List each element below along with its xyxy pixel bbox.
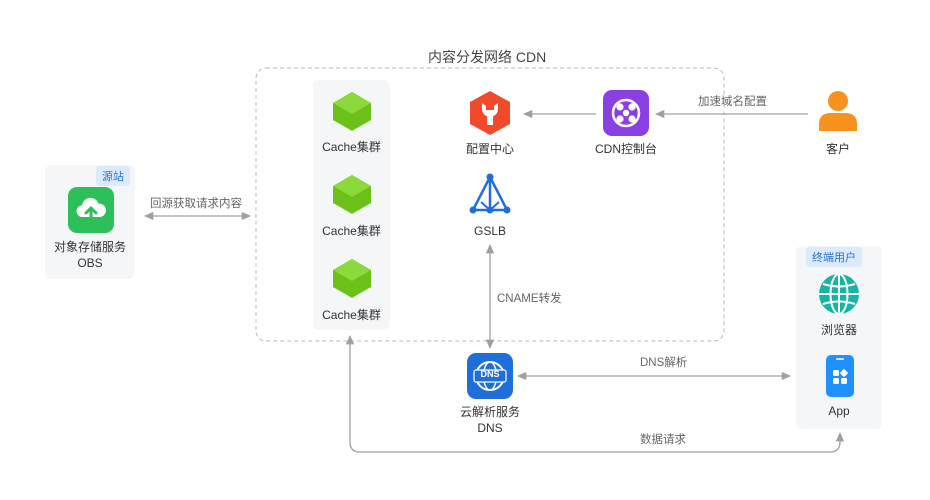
cache-cube-icon [330, 257, 374, 301]
cname-label: CNAME转发 [497, 293, 562, 305]
domain-config-label: 加速域名配置 [698, 96, 767, 108]
customer-label: 客户 [825, 142, 850, 156]
dns-service-icon: DNS [467, 353, 513, 399]
config-center-label: 配置中心 [465, 142, 514, 156]
origin-name-sub: OBS [77, 256, 103, 270]
cache-cube-icon [330, 173, 374, 217]
cache-node-label: Cache集群 [322, 308, 381, 322]
data-request-arrow [345, 334, 845, 453]
cdn-console-label: CDN控制台 [595, 142, 657, 156]
data-request-label: 数据请求 [640, 434, 686, 446]
wrench-icon [467, 90, 513, 136]
gslb-label: GSLB [473, 224, 506, 238]
cloud-upload-icon [68, 187, 114, 233]
end-users-badge: 终端用户 [806, 247, 862, 267]
cdn-group-border [255, 67, 725, 342]
cache-node-label: Cache集群 [322, 224, 381, 238]
cache-cube-icon [330, 90, 374, 134]
dns-service-name: 云解析服务 [459, 405, 520, 419]
cdn-console-icon [603, 90, 649, 136]
origin-badge: 源站 [96, 166, 130, 186]
cache-node-label: Cache集群 [322, 140, 381, 154]
cdn-group-title: 内容分发网络 CDN [428, 49, 547, 65]
mobile-app-icon [826, 355, 854, 397]
back-to-origin-label: 回源获取请求内容 [150, 198, 242, 210]
browser-label: 浏览器 [820, 323, 857, 337]
dns-icon-text: DNS [480, 369, 500, 379]
dns-resolve-label: DNS解析 [640, 357, 688, 369]
user-icon [816, 88, 860, 132]
origin-name: 对象存储服务 [53, 240, 126, 254]
globe-icon [818, 273, 860, 315]
dns-service-sub: DNS [477, 421, 503, 435]
app-label: App [828, 404, 850, 418]
gslb-icon [469, 172, 511, 216]
